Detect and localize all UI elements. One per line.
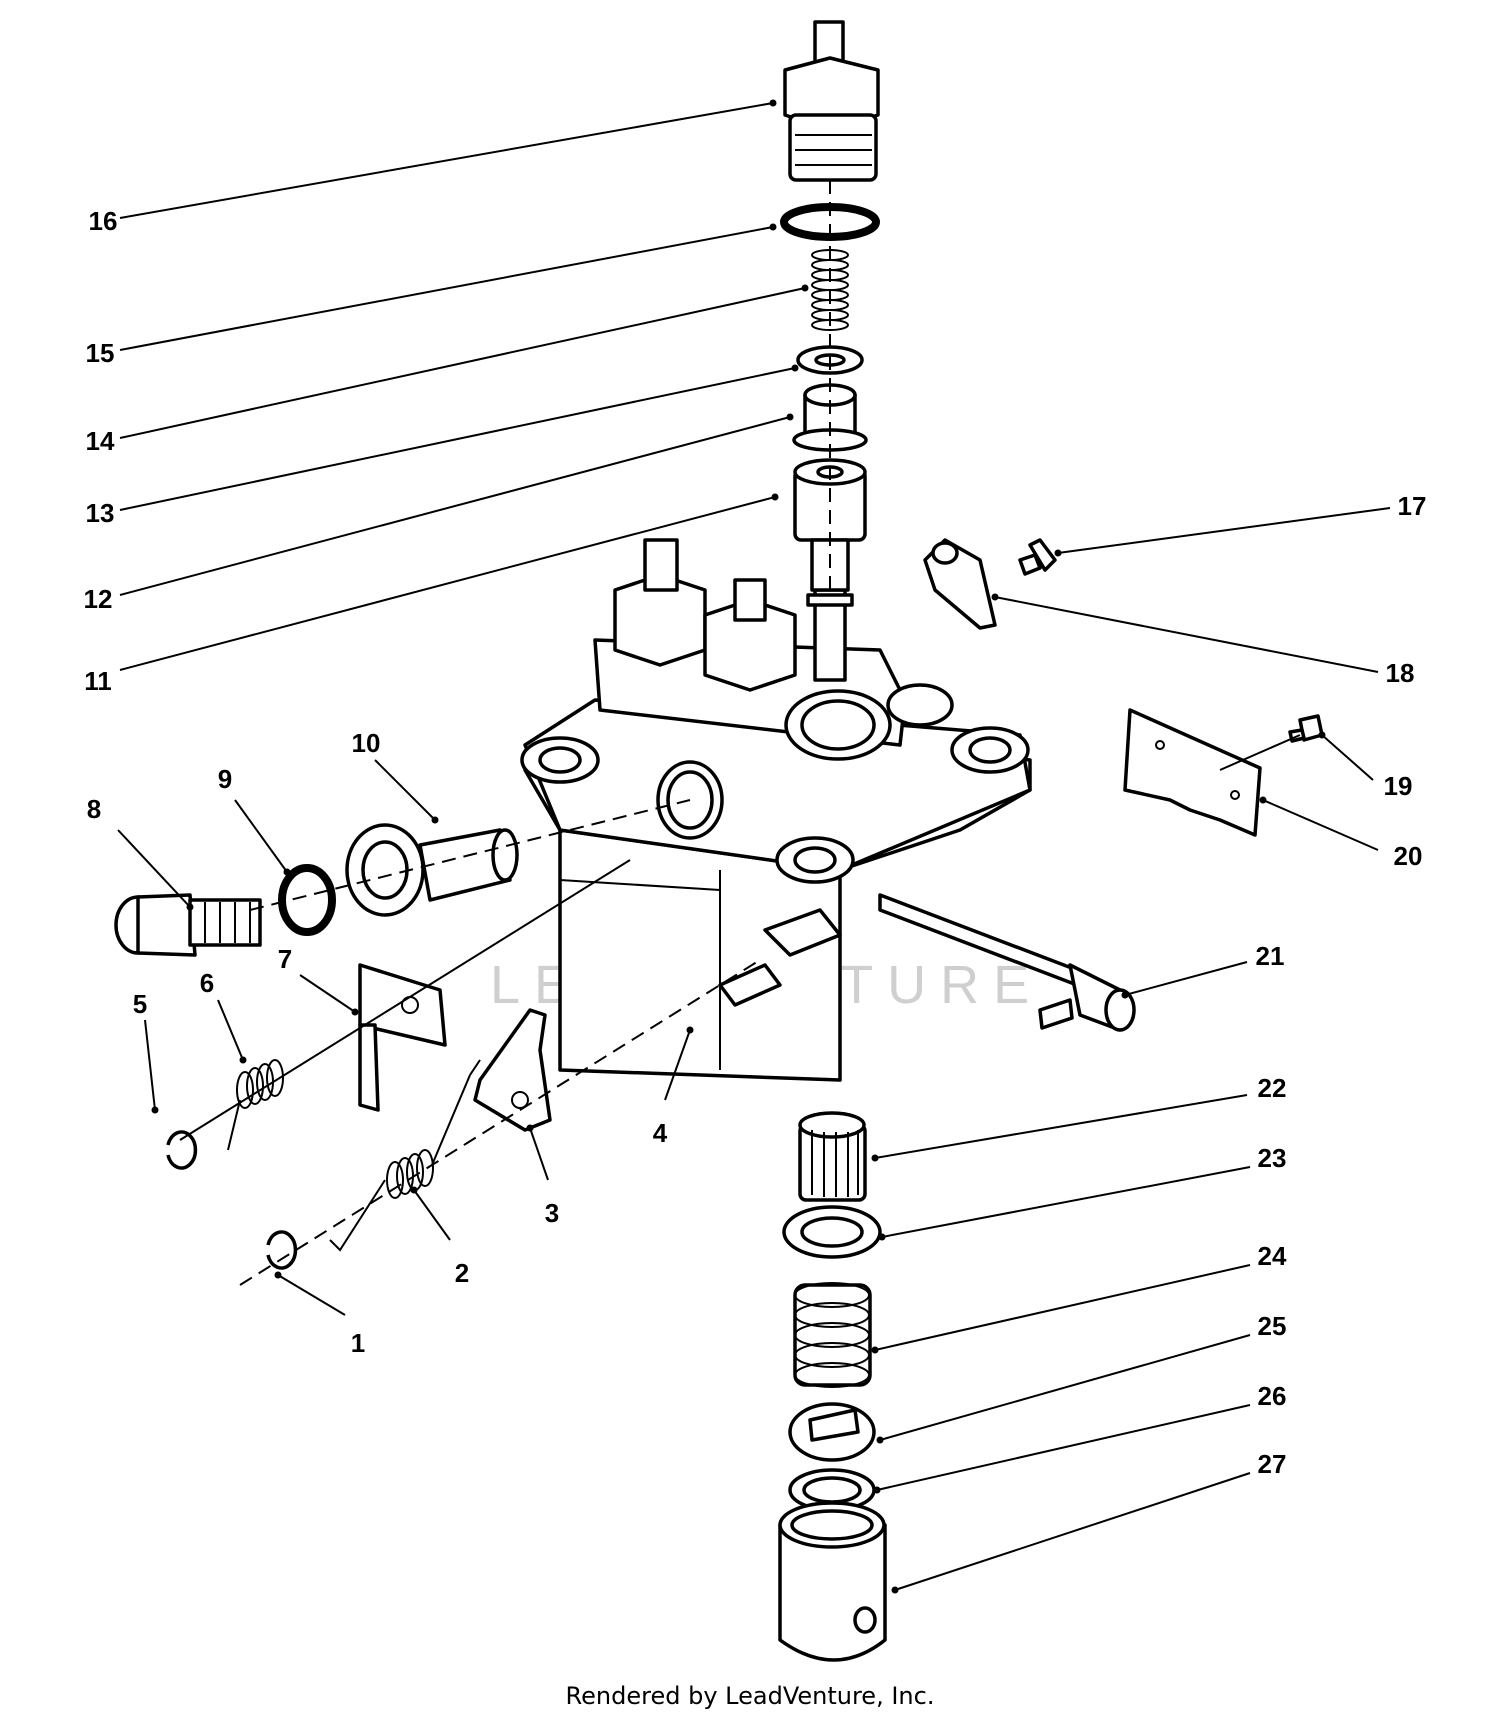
stop-lever (358, 963, 447, 1112)
callout-7: 7 (278, 944, 292, 974)
lower-spring-seat (788, 1402, 876, 1462)
delivery-valve (792, 383, 868, 452)
callout-1: 1 (351, 1328, 365, 1358)
callout-17: 17 (1398, 491, 1427, 521)
callout-13: 13 (86, 498, 115, 528)
leader-lines (117, 102, 1391, 1591)
callout-24: 24 (1258, 1241, 1287, 1271)
callout-27: 27 (1258, 1449, 1287, 1479)
callout-15: 15 (86, 338, 115, 368)
snap-ring (266, 1230, 298, 1270)
callout-2: 2 (455, 1258, 469, 1288)
retainer-plate (923, 538, 997, 630)
control-lever (473, 1008, 552, 1132)
callout-19: 19 (1384, 771, 1413, 801)
small-screw (1018, 538, 1057, 576)
callout-10: 10 (352, 728, 381, 758)
callout-5: 5 (133, 989, 147, 1019)
callout-12: 12 (84, 584, 113, 614)
upper-spring-seat (782, 1205, 882, 1259)
callout-22: 22 (1258, 1073, 1287, 1103)
callout-21: 21 (1256, 941, 1285, 971)
banjo-bolt (114, 893, 262, 957)
callout-8: 8 (87, 794, 101, 824)
fitting-nut (345, 823, 519, 917)
delivery-valve-holder (783, 20, 880, 182)
callout-26: 26 (1258, 1381, 1287, 1411)
callout-23: 23 (1258, 1143, 1287, 1173)
callout-18: 18 (1386, 658, 1415, 688)
leader-dots (151, 99, 1326, 1594)
footer-credit: Rendered by LeadVenture, Inc. (565, 1682, 935, 1710)
pump-body (520, 538, 1136, 1082)
callout-20: 20 (1394, 841, 1423, 871)
callout-11: 11 (84, 666, 112, 696)
sealing-ring (278, 864, 336, 936)
callout-labels: 1 2 3 4 5 6 7 8 9 10 11 12 13 14 15 16 1… (84, 206, 1427, 1479)
callout-4: 4 (653, 1118, 668, 1148)
tension-spring (329, 1059, 481, 1252)
cover-plate (1123, 708, 1262, 837)
callout-3: 3 (545, 1198, 559, 1228)
callout-16: 16 (89, 206, 118, 236)
callout-9: 9 (218, 764, 232, 794)
plunger-spring (793, 1282, 872, 1388)
tappet (778, 1501, 887, 1662)
control-sleeve-gear (798, 1111, 867, 1202)
callout-14: 14 (86, 426, 115, 456)
plunger-barrel (793, 458, 867, 607)
callout-25: 25 (1258, 1311, 1287, 1341)
e-clip (166, 1130, 198, 1170)
callout-6: 6 (200, 968, 214, 998)
